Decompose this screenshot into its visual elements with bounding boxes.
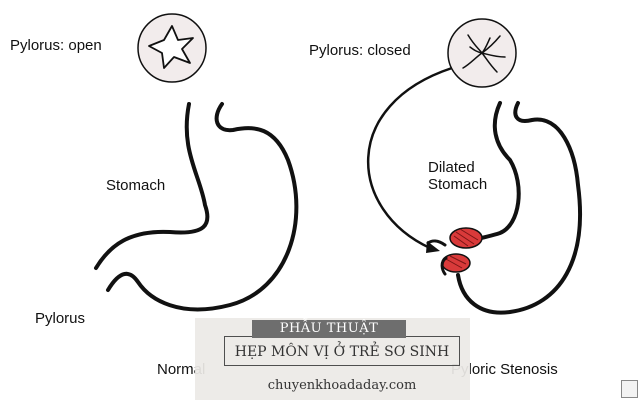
label-pylorus-closed: Pylorus: closed — [309, 42, 411, 59]
site-watermark: chuyenkhoadaday.com — [267, 378, 417, 393]
label-stomach: Stomach — [106, 177, 166, 194]
label-dilated-stomach: Stomach — [428, 176, 488, 193]
corner-logo-icon — [621, 380, 638, 398]
normal-stomach — [94, 102, 299, 312]
label-pyloric-stenosis: Pyloric Stenosis — [451, 361, 558, 378]
pylorus-closed-crosssection — [447, 18, 517, 88]
thickened-pylorus-muscle — [426, 227, 483, 276]
label-normal: Normal — [157, 361, 206, 378]
label-pylorus: Pylorus — [35, 310, 86, 327]
category-tag: PHẪU THUẬT — [252, 320, 406, 338]
dilated-stomach — [456, 101, 583, 315]
label-dilated: Dilated — [428, 159, 475, 176]
pointer-arrow — [367, 66, 453, 253]
pylorus-open-crosssection — [137, 13, 207, 83]
label-pylorus-open: Pylorus: open — [10, 37, 102, 54]
banner-title: HẸP MÔN VỊ Ở TRẺ SƠ SINH — [234, 344, 450, 360]
